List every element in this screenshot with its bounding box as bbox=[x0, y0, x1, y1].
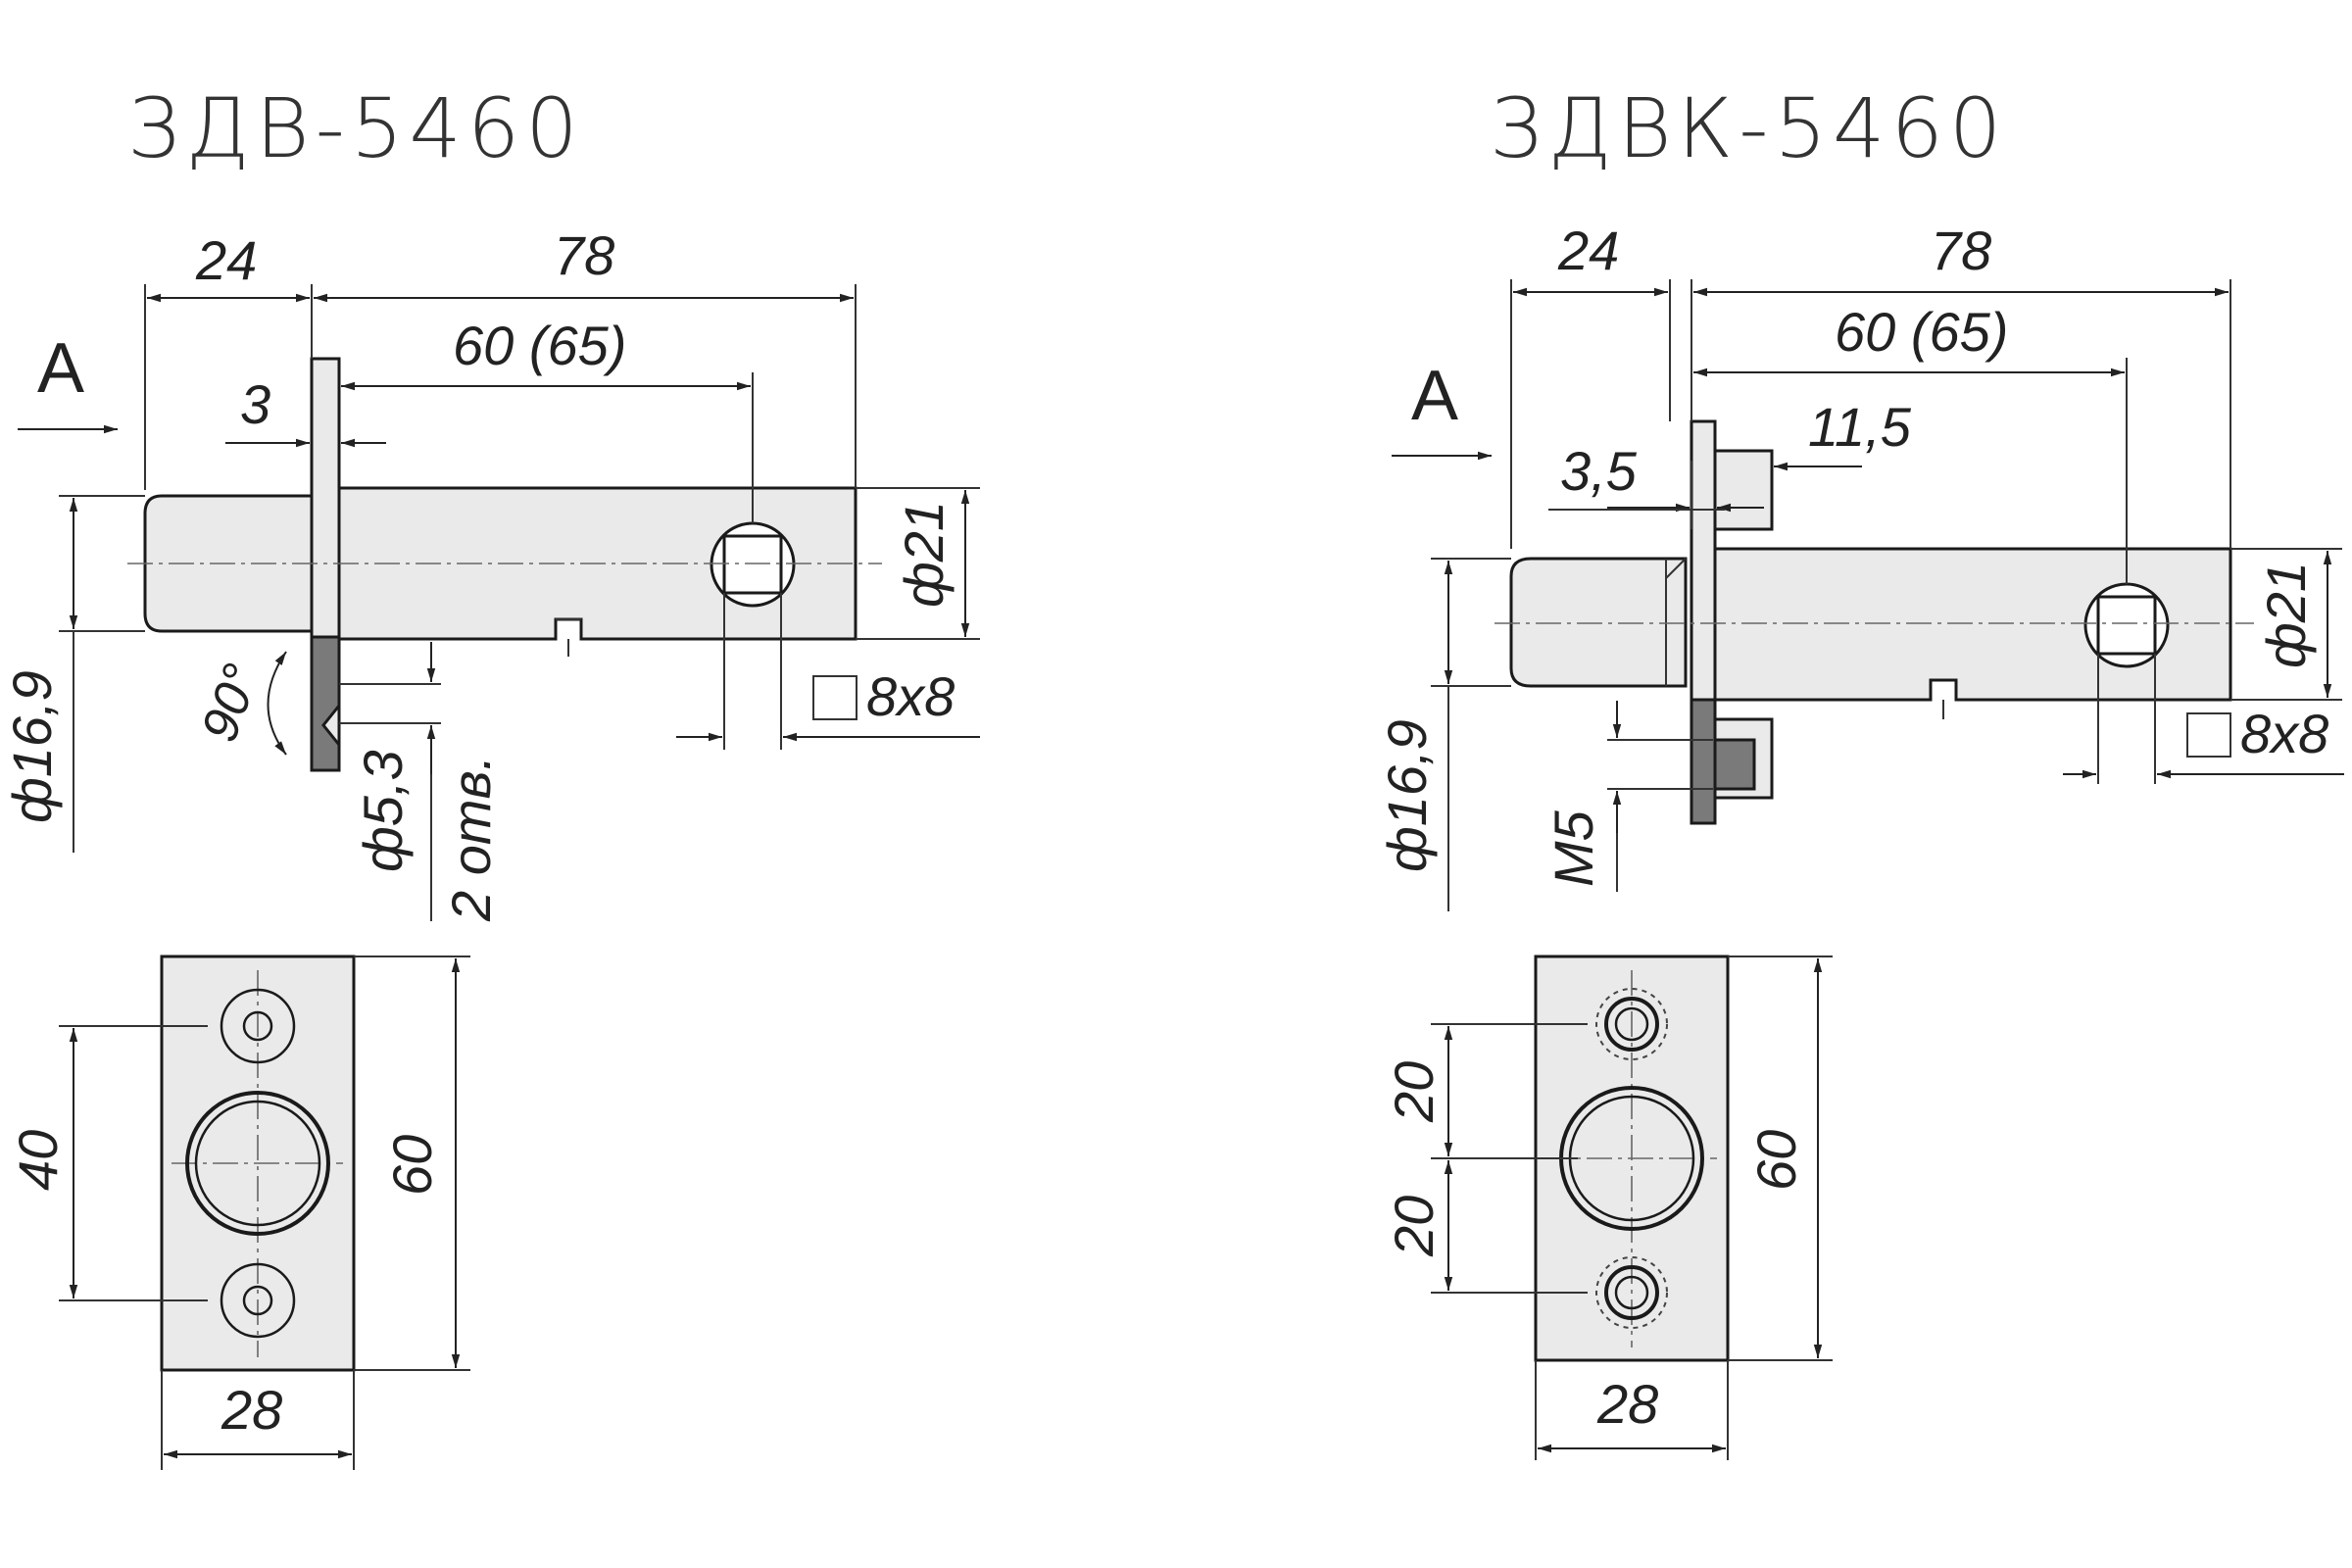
right-dim-m5: M5 bbox=[1543, 809, 1604, 887]
left-title: ЗДВ-5460 bbox=[127, 80, 584, 176]
right-dim-20-bottom: 20 bbox=[1383, 1196, 1445, 1257]
right-bolt-tip bbox=[1509, 557, 1688, 688]
left-dim-60-65: 60 (65) bbox=[453, 315, 626, 376]
left-dim-28: 28 bbox=[220, 1379, 282, 1441]
right-dim-28: 28 bbox=[1596, 1373, 1658, 1435]
right-dim-11-5: 11,5 bbox=[1808, 396, 1912, 458]
right-bolt-body bbox=[1711, 547, 2232, 702]
right-dim-60: 60 bbox=[1745, 1130, 1807, 1191]
right-dim-8x8: 8x8 bbox=[2240, 703, 2328, 764]
left-dim-24: 24 bbox=[195, 229, 257, 291]
right-square-symbol bbox=[2186, 712, 2231, 758]
right-dim-20-top: 20 bbox=[1383, 1061, 1445, 1123]
left-plate-bore bbox=[185, 1091, 330, 1236]
right-view-label: A bbox=[1411, 357, 1458, 435]
right-dim-3-5: 3,5 bbox=[1560, 440, 1638, 502]
left-dim-d21: ф21 bbox=[893, 501, 955, 608]
right-boss-top bbox=[1711, 449, 1774, 531]
right-dim-d16-9: ф16,9 bbox=[1376, 719, 1438, 872]
right-plate-hole-bottom bbox=[1595, 1256, 1668, 1329]
left-plate-hole-bottom bbox=[220, 1262, 296, 1339]
left-plate-hole-top bbox=[220, 988, 296, 1064]
left-dim-78: 78 bbox=[554, 224, 614, 286]
right-dim-24: 24 bbox=[1557, 220, 1619, 281]
left-dim-8x8: 8x8 bbox=[866, 665, 955, 727]
right-dim-60-65: 60 (65) bbox=[1835, 301, 2008, 363]
left-dim-d5-3: ф5,3 bbox=[352, 750, 414, 872]
left-dim-60: 60 bbox=[381, 1135, 443, 1196]
right-title: ЗДВК-5460 bbox=[1490, 80, 2007, 176]
left-dim-90: 90° bbox=[191, 657, 270, 749]
left-countersink bbox=[310, 635, 341, 772]
left-dim-3: 3 bbox=[240, 373, 270, 435]
right-drawing: ЗДВК-5460 A 24 78 6 bbox=[1376, 80, 2344, 1460]
right-plate-hole-top bbox=[1595, 988, 1668, 1060]
left-dim-d16-9: ф16,9 bbox=[1, 670, 63, 823]
left-dim-40: 40 bbox=[7, 1130, 69, 1191]
right-dim-d21: ф21 bbox=[2255, 562, 2317, 668]
left-view-label: A bbox=[37, 329, 84, 408]
right-dim-78: 78 bbox=[1931, 220, 1991, 281]
left-drawing: ЗДВ-5460 A 24 78 60 (65) bbox=[1, 80, 980, 1470]
left-dim-2-holes: 2 отв. bbox=[440, 756, 502, 922]
left-square-symbol bbox=[812, 675, 858, 720]
right-thread-section bbox=[1690, 698, 1717, 825]
